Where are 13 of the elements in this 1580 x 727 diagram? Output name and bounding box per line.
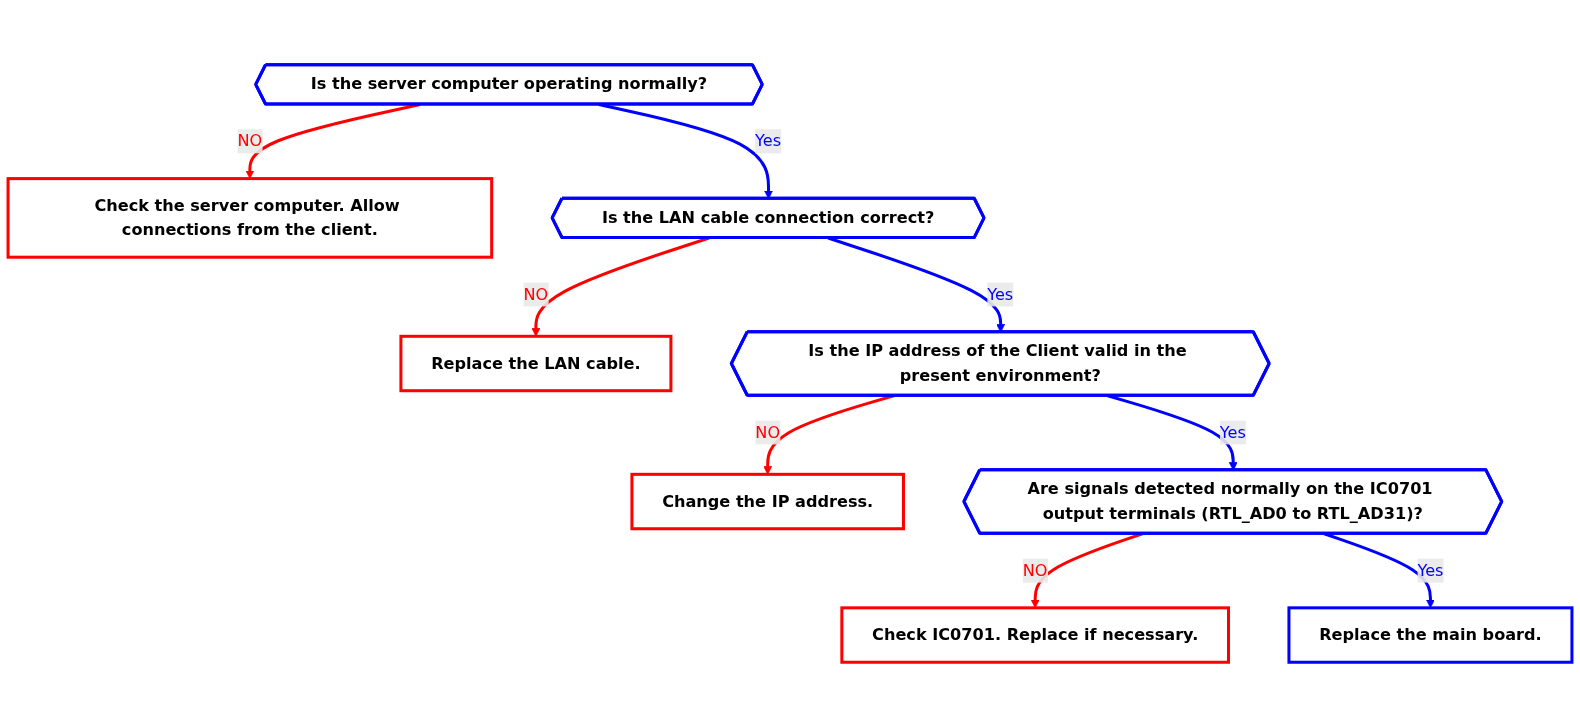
edge-label: Yes: [1219, 422, 1246, 442]
edge-label: Yes: [987, 284, 1014, 304]
node-box: Replace the main board.: [1287, 606, 1574, 664]
node-box: Check IC0701. Replace if necessary.: [840, 606, 1230, 664]
edge-label: NO: [755, 422, 781, 442]
node-box: Change the IP address.: [630, 472, 905, 531]
edge-label: NO: [1022, 560, 1048, 580]
edge-label: NO: [237, 131, 263, 151]
edge-label: Yes: [1417, 560, 1444, 580]
edge-label: Yes: [755, 131, 782, 151]
edge-label: NO: [523, 284, 549, 304]
node-box: Replace the LAN cable.: [399, 334, 673, 393]
node-box: Check the server computer. Allow connections from the client.: [6, 177, 494, 259]
